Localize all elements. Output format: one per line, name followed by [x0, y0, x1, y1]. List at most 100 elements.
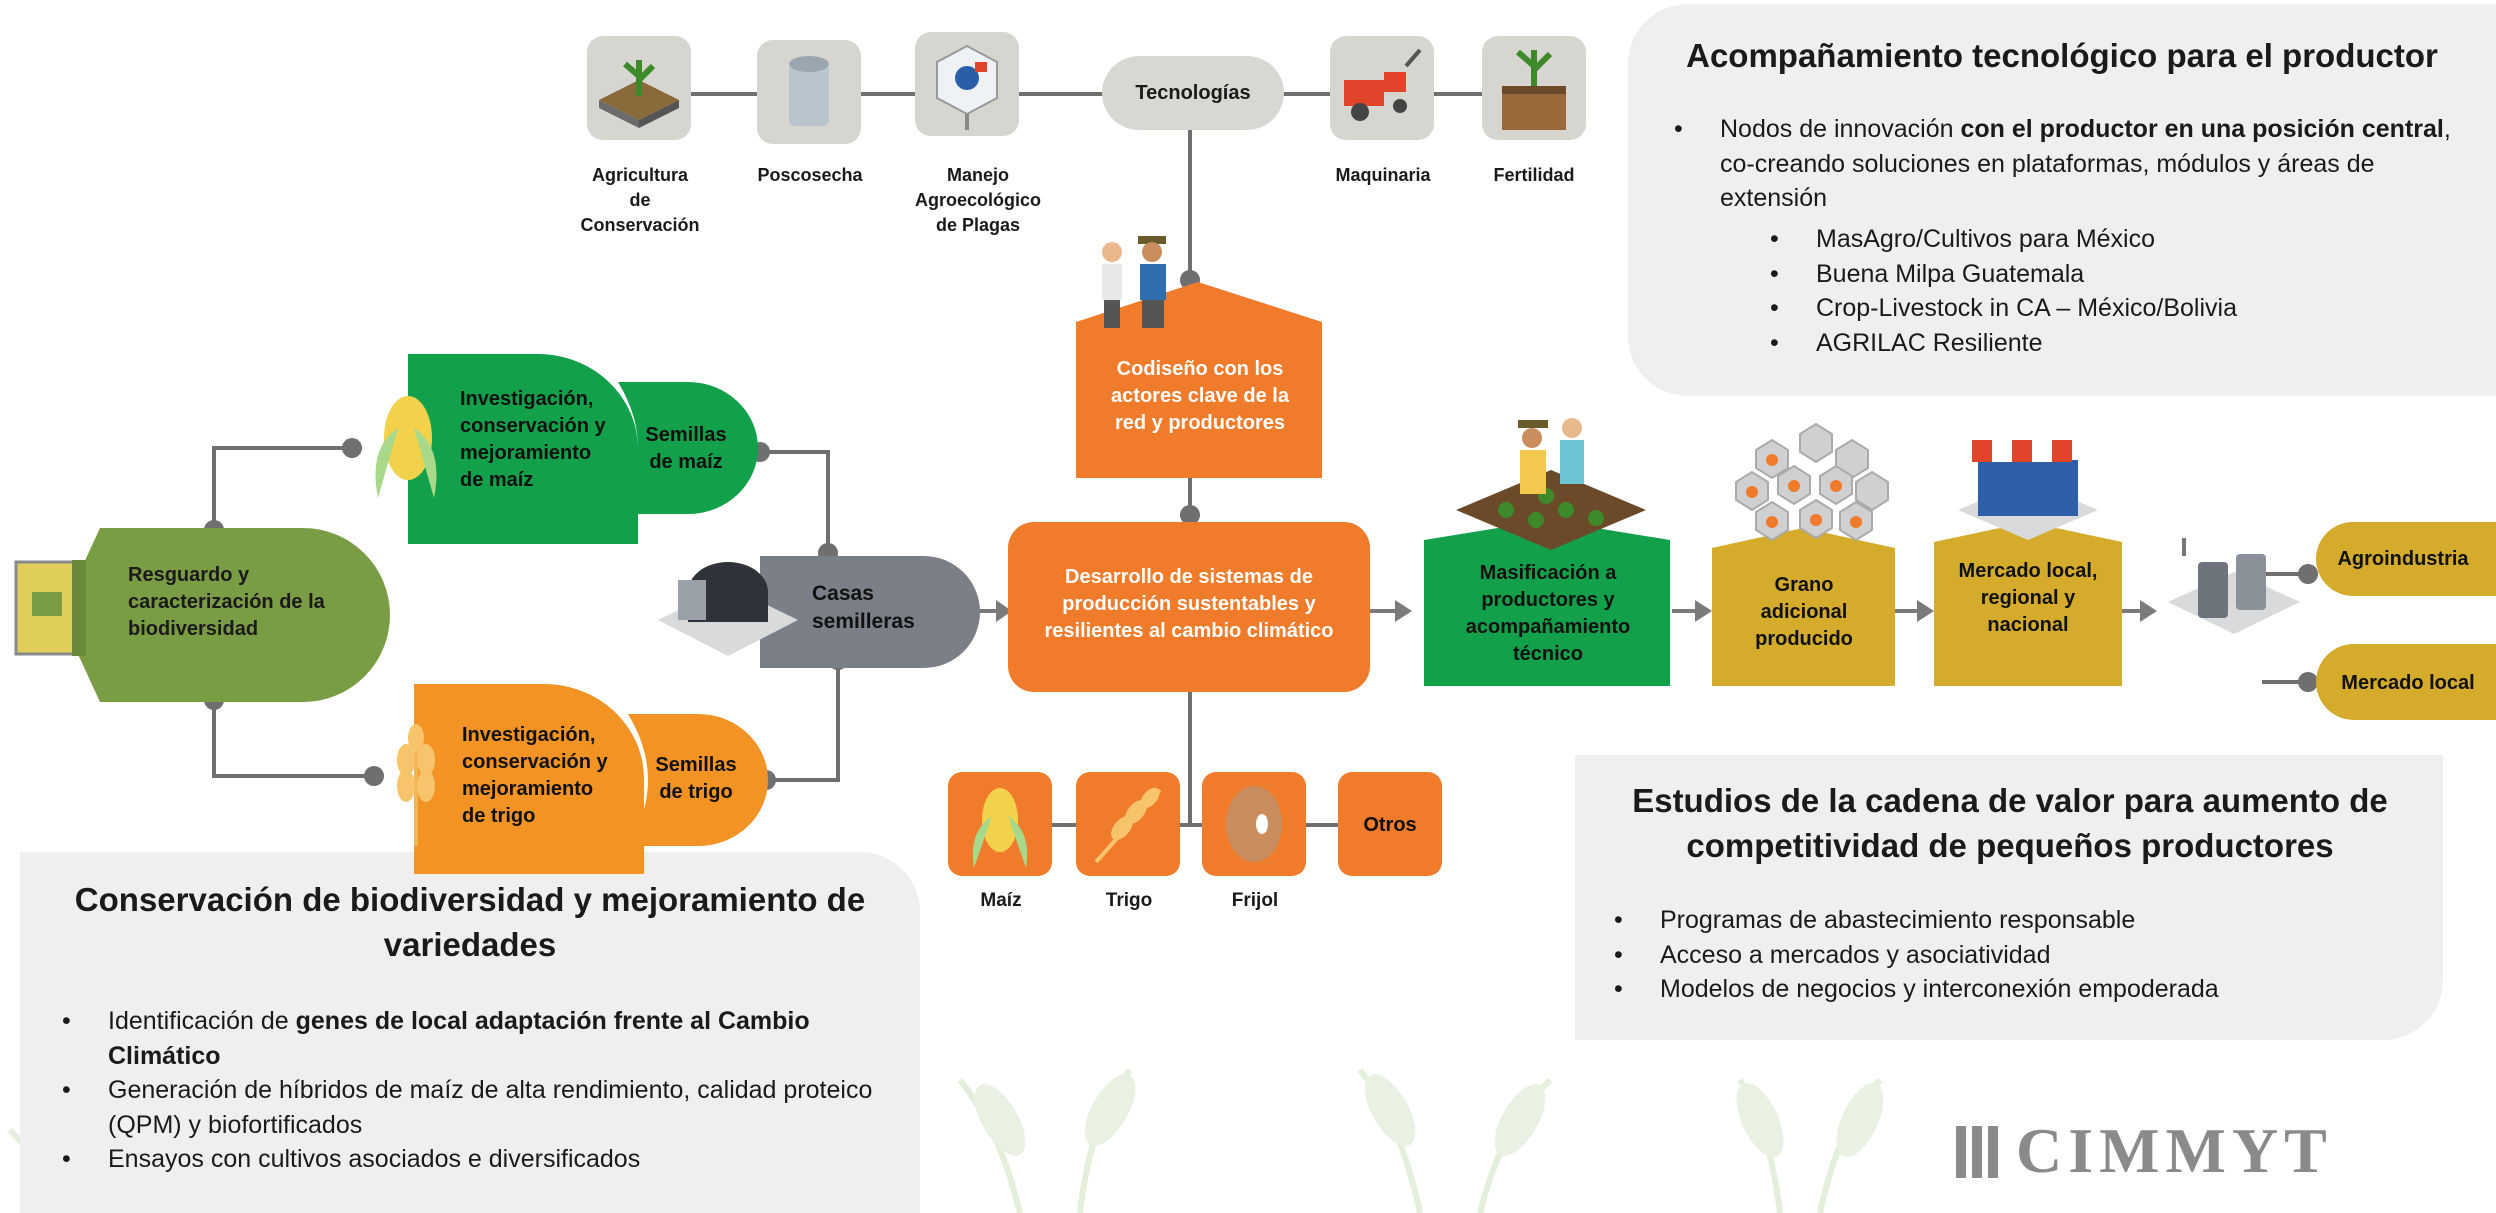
seed-connector [826, 450, 830, 550]
conservation-title: Conservación de biodiversidad y mejorami… [74, 881, 866, 963]
wheat-research-label: Investigación, conservación y mejoramien… [462, 724, 608, 827]
grain-label: Grano adicional producido [1755, 574, 1853, 650]
soil-profile-icon [1482, 36, 1586, 140]
cimmyt-wordmark: CIMMYT [2016, 1115, 2333, 1186]
value-chain-item: Acceso a mercados y asociatividad [1614, 938, 2420, 973]
tech-sub-item: MasAgro/Cultivos para México [1770, 222, 2416, 257]
seed-houses-label: Casas semilleras [812, 582, 915, 634]
wheat-background-decoration [7, 1068, 1884, 1213]
technologies-label: Tecnologías [1135, 82, 1251, 104]
cimmyt-logo: CIMMYT [1950, 1116, 2430, 1186]
tech-sub-item: Crop-Livestock in CA – México/Bolivia [1770, 291, 2416, 326]
codesign-box [1076, 282, 1322, 478]
tech-bullet-post: , co-creando soluciones en plataformas, … [1720, 115, 2451, 212]
tech-sub-item: Buena Milpa Guatemala [1770, 257, 2416, 292]
tractor-icon [1330, 36, 1434, 140]
silo-icon [757, 40, 861, 144]
codesign-label: Codiseño con los actores clave de la red… [1111, 358, 1289, 434]
wheat-research-box [414, 684, 644, 874]
tech-label: Agricultura de Conservación [580, 165, 700, 236]
soil-plant-icon [587, 36, 691, 140]
crop-label: Frijol [1231, 890, 1279, 911]
trap-icon [915, 32, 1019, 136]
value-chain-title: Estudios de la cadena de valor para aume… [1632, 782, 2388, 864]
crops-connector [1188, 690, 1192, 825]
tech-support-title: Acompañamiento tecnológico para el produ… [1686, 37, 2438, 74]
market-box [1934, 522, 2122, 686]
connector-dot [2298, 672, 2318, 692]
wheat-icon [1094, 787, 1162, 864]
market-stall-icon [1958, 440, 2098, 540]
agroindustry-label: Agroindustria [2337, 548, 2469, 570]
center-system-label: Desarrollo de sistemas de producción sus… [1044, 566, 1334, 642]
tech-support-panel: Acompañamiento tecnológico para el produ… [1628, 4, 2496, 396]
maize-seeds-box [618, 382, 758, 514]
bio-connector [212, 774, 377, 778]
tech-sub-item: AGRILAC Resiliente [1770, 326, 2416, 361]
tech-label: Maquinaria [1335, 165, 1431, 185]
maize-research-label: Investigación, conservación y mejoramien… [460, 388, 606, 491]
tech-connector [1188, 120, 1192, 280]
crop-wheat-tile [1076, 772, 1180, 876]
conservation-item-bold: genes de local adaptación frente al Camb… [108, 1007, 810, 1070]
market-label: Mercado local, regional y nacional [1958, 560, 2098, 636]
tech-label: Poscosecha [757, 165, 863, 185]
biodiversity-label: Resguardo y caracterización de la biodiv… [128, 564, 325, 640]
center-system-box: Desarrollo de sistemas de producción sus… [1008, 522, 1370, 692]
conservation-item: Generación de híbridos de maíz de alta r… [62, 1073, 888, 1142]
seed-houses-box [760, 556, 980, 668]
crop-others-label: Otros [1363, 814, 1417, 836]
conservation-panel: Conservación de biodiversidad y mejorami… [20, 852, 920, 1213]
output-connector [2262, 680, 2312, 684]
output-connector [2262, 572, 2312, 576]
technologies-hub: Tecnologías [1102, 56, 1284, 130]
agroindustry-box: Agroindustria [2316, 522, 2496, 596]
tech-bullet-pre: Nodos de innovación [1720, 115, 1961, 143]
crop-corn-tile [948, 772, 1052, 876]
tech-label: Manejo Agroecológico de Plagas [914, 165, 1041, 236]
cimmyt-wheat-logo-icon [1956, 1126, 1998, 1178]
crop-label: Maíz [980, 890, 1022, 911]
value-chain-item: Modelos de negocios y interconexión empo… [1614, 972, 2420, 1007]
factory-icon [2168, 538, 2300, 634]
tech-bullet: Nodos de innovación con el productor en … [1674, 112, 2460, 216]
bean-icon [1226, 786, 1282, 862]
local-market-box: Mercado local [2316, 644, 2496, 720]
conservation-item: Ensayos con cultivos asociados e diversi… [62, 1142, 888, 1177]
biodiversity-box [60, 528, 390, 702]
massification-box [1424, 520, 1670, 686]
connector-dot [364, 766, 384, 786]
crops-connector [1000, 823, 1400, 827]
crop-label: Trigo [1105, 890, 1153, 911]
conservation-item-pre: Identificación de [108, 1007, 296, 1035]
grain-box [1712, 528, 1895, 686]
maize-research-box [408, 354, 638, 544]
conservation-item: Identificación de genes de local adaptac… [62, 1004, 888, 1073]
field-farmers-icon [1456, 418, 1646, 550]
bio-connector [212, 446, 362, 450]
local-market-label: Mercado local [2341, 672, 2475, 694]
seed-connector [760, 450, 830, 454]
connector-dot [2298, 564, 2318, 584]
corn-icon [375, 396, 437, 498]
crop-others-tile: Otros [1338, 772, 1442, 876]
value-chain-panel: Estudios de la cadena de valor para aume… [1575, 755, 2443, 1040]
seed-house-building-icon [658, 562, 798, 656]
tech-connector [620, 92, 1500, 96]
massification-label: Masificación a productores y acompañamie… [1465, 562, 1631, 665]
book-icon [14, 560, 86, 656]
corn-icon [972, 788, 1028, 868]
tech-connector [1440, 92, 1510, 96]
seed-connector [766, 778, 840, 782]
connector-dot [342, 438, 362, 458]
value-chain-item: Programas de abastecimiento responsable [1614, 903, 2420, 938]
crop-bean-tile [1202, 772, 1306, 876]
maize-seeds-label: Semillas de maíz [645, 424, 727, 473]
tech-label: Fertilidad [1493, 165, 1575, 185]
wheat-seeds-box [628, 714, 768, 846]
connector-dot [1180, 505, 1200, 525]
wheat-seeds-label: Semillas de trigo [655, 754, 737, 803]
codesign-connector [1188, 460, 1192, 520]
farmers-icon [1102, 236, 1166, 328]
